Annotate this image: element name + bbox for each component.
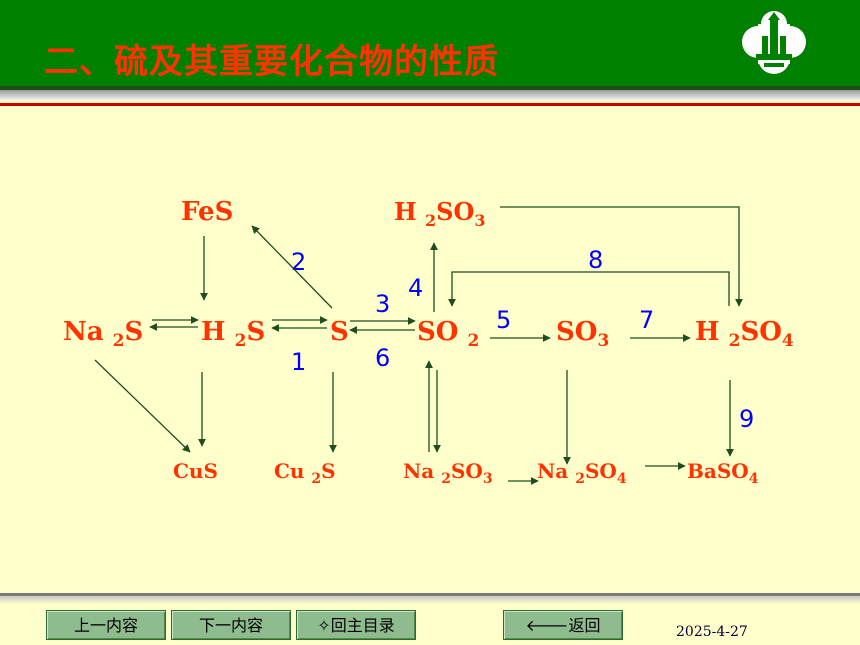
compound-na2so4: Na 2SO4 xyxy=(537,459,627,487)
prev-content-button[interactable]: 上一内容 xyxy=(46,610,166,640)
footer-shadow xyxy=(0,596,860,604)
step-label-9: 9 xyxy=(739,405,754,433)
step-label-6: 6 xyxy=(375,344,390,372)
next-content-button[interactable]: 下一内容 xyxy=(171,610,291,640)
step-label-8: 8 xyxy=(588,246,603,274)
slide-date: 2025-4-27 xyxy=(676,624,748,640)
step-label-3: 3 xyxy=(375,290,390,318)
compound-h2s: H 2S xyxy=(201,317,265,351)
compound-fes: FeS xyxy=(181,197,233,227)
arrow-na2s-to-cus xyxy=(94,359,191,453)
arrow-h2so4-to-so2 xyxy=(448,271,730,307)
step-label-2: 2 xyxy=(291,248,306,276)
compound-h2so4: H 2SO4 xyxy=(695,317,794,351)
footer-rule xyxy=(0,593,860,596)
header-bar xyxy=(0,0,860,86)
step-label-5: 5 xyxy=(496,306,511,334)
step-label-7: 7 xyxy=(639,306,654,334)
arrow-h2so3-to-h2so4 xyxy=(500,206,743,307)
compound-na2so3: Na 2SO3 xyxy=(403,459,493,487)
step-label-1: 1 xyxy=(291,348,306,376)
compound-so3: SO3 xyxy=(556,317,609,351)
main-menu-button[interactable]: ✧回主目录 xyxy=(296,610,416,640)
compound-cu2s: Cu 2S xyxy=(274,459,336,487)
header-rule-red xyxy=(0,103,860,106)
compound-s: S xyxy=(330,317,349,347)
page-title: 二、硫及其重要化合物的性质 xyxy=(44,42,499,82)
back-button[interactable]: 🡐返回 xyxy=(503,610,623,640)
compound-baso4: BaSO4 xyxy=(687,459,759,487)
compound-so2: SO 2 xyxy=(417,317,479,351)
header-shadow xyxy=(0,90,860,100)
compound-h2so3: H 2SO3 xyxy=(394,197,486,230)
school-emblem-icon xyxy=(742,11,806,74)
header-divider xyxy=(0,86,860,90)
step-label-4: 4 xyxy=(408,274,423,302)
compound-cus: CuS xyxy=(173,459,218,483)
compound-na2s: Na 2S xyxy=(63,317,143,351)
arrow-s-to-fes xyxy=(251,225,333,309)
